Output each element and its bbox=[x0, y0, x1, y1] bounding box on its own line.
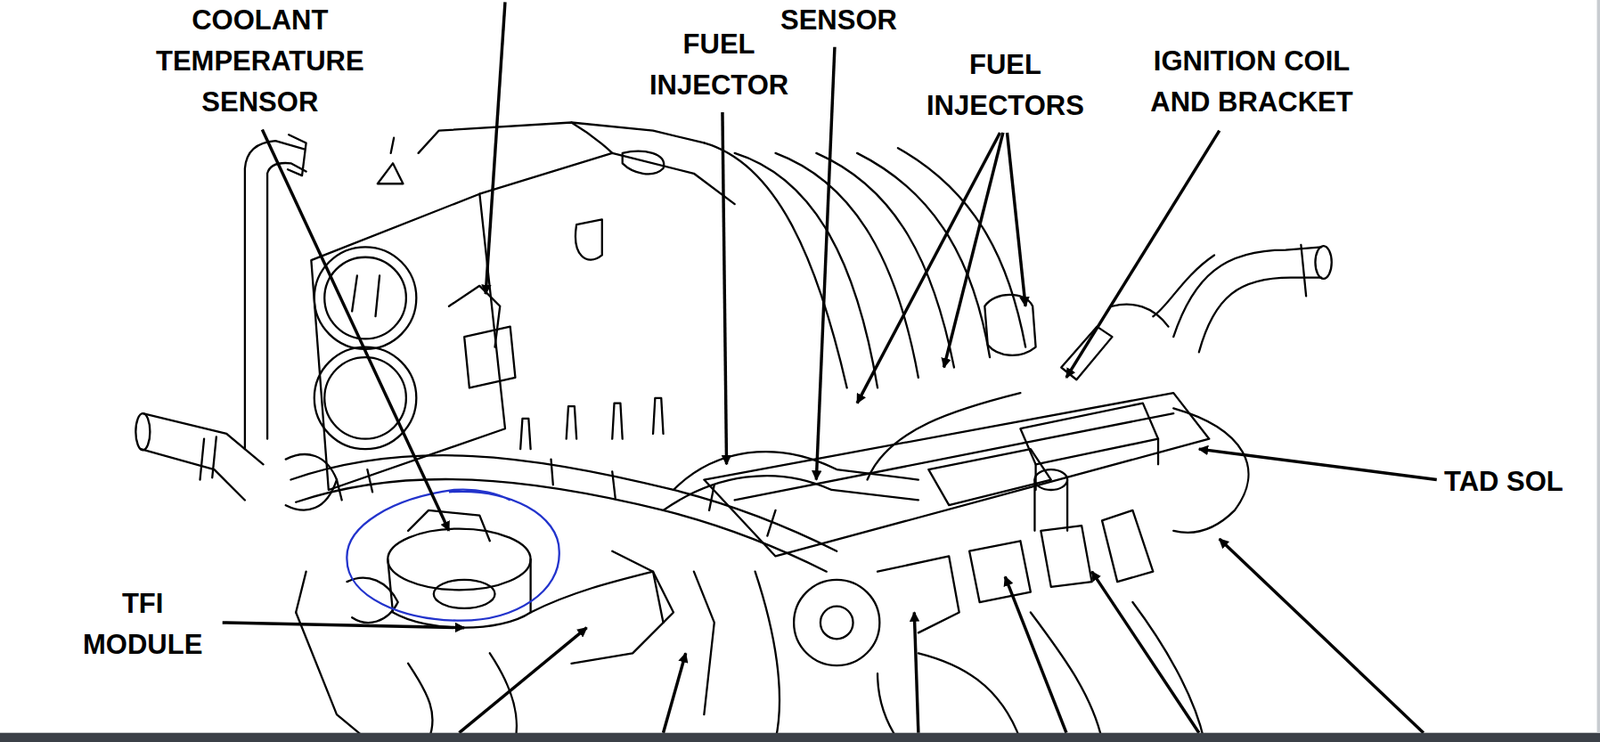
line-art bbox=[530, 571, 674, 664]
part-label: SENSOR bbox=[780, 0, 898, 41]
line-art bbox=[336, 459, 776, 537]
line-art bbox=[1092, 571, 1200, 734]
line-art bbox=[1066, 130, 1220, 378]
line-art bbox=[663, 653, 686, 733]
line-art bbox=[287, 134, 307, 176]
line-art bbox=[408, 663, 433, 741]
line-art bbox=[793, 579, 880, 666]
line-art bbox=[944, 132, 1004, 368]
line-art bbox=[1020, 403, 1159, 466]
part-label: COOLANT TEMPERATURE SENSOR bbox=[155, 0, 365, 123]
line-art bbox=[314, 246, 417, 350]
line-art bbox=[464, 326, 515, 389]
line-art bbox=[755, 571, 780, 741]
line-art bbox=[295, 571, 306, 613]
line-art bbox=[140, 448, 245, 500]
line-art bbox=[1199, 277, 1322, 353]
line-art bbox=[1199, 448, 1437, 480]
line-art bbox=[1173, 246, 1322, 337]
part-label: FUEL INJECTOR bbox=[649, 24, 789, 107]
line-art bbox=[1034, 480, 1068, 531]
line-art bbox=[1314, 245, 1331, 279]
line-art bbox=[351, 275, 380, 317]
line-art bbox=[1007, 132, 1027, 307]
line-art bbox=[324, 357, 407, 440]
line-art bbox=[346, 578, 398, 623]
line-art bbox=[877, 555, 960, 633]
line-art bbox=[377, 138, 404, 185]
line-art bbox=[612, 551, 663, 623]
line-art bbox=[571, 122, 613, 153]
line-art bbox=[820, 606, 854, 640]
line-art bbox=[734, 153, 878, 389]
line-art bbox=[897, 147, 1026, 347]
line-art bbox=[520, 398, 663, 449]
line-art bbox=[867, 392, 1021, 480]
line-art bbox=[969, 540, 1031, 603]
line-art bbox=[295, 479, 827, 572]
line-art bbox=[448, 285, 500, 348]
line-art bbox=[267, 163, 307, 440]
line-art bbox=[1030, 612, 1103, 740]
line-art bbox=[703, 392, 1209, 556]
line-art bbox=[408, 510, 490, 541]
line-art bbox=[433, 579, 496, 609]
line-art bbox=[200, 436, 217, 480]
line-art bbox=[1102, 510, 1153, 582]
line-art bbox=[135, 413, 150, 450]
line-art bbox=[295, 612, 368, 740]
line-art bbox=[485, 1, 506, 294]
line-art bbox=[346, 489, 559, 621]
line-art bbox=[1034, 469, 1068, 490]
line-art bbox=[1219, 538, 1424, 734]
part-label: TFI MODULE bbox=[82, 583, 203, 666]
line-art bbox=[135, 122, 1331, 740]
line-art bbox=[1111, 304, 1168, 327]
line-art bbox=[663, 475, 919, 511]
line-art bbox=[877, 673, 898, 740]
line-art bbox=[479, 153, 735, 205]
line-art bbox=[857, 153, 990, 358]
line-art bbox=[1036, 439, 1159, 490]
line-art bbox=[918, 653, 1021, 740]
line-art bbox=[1597, 0, 1600, 734]
line-art bbox=[0, 733, 1600, 742]
line-art bbox=[622, 151, 665, 175]
line-art bbox=[261, 130, 449, 531]
line-art bbox=[1040, 525, 1092, 588]
line-art bbox=[1004, 576, 1067, 733]
line-art bbox=[693, 571, 715, 715]
line-art bbox=[984, 294, 1036, 356]
line-art bbox=[418, 122, 705, 153]
line-art bbox=[285, 454, 337, 510]
line-art bbox=[222, 622, 465, 629]
line-art bbox=[387, 559, 531, 629]
line-art bbox=[290, 455, 837, 552]
line-art bbox=[722, 112, 727, 465]
line-art bbox=[575, 219, 603, 260]
line-art bbox=[1132, 602, 1204, 741]
line-art bbox=[222, 1, 1437, 733]
line-art bbox=[816, 47, 835, 481]
line-art bbox=[1152, 254, 1215, 317]
line-art bbox=[857, 132, 1000, 404]
part-label: IGNITION COIL AND BRACKET bbox=[1134, 40, 1369, 123]
part-label: TAD SOL bbox=[1444, 461, 1564, 503]
line-art bbox=[314, 347, 417, 450]
line-art bbox=[914, 612, 919, 733]
line-art bbox=[775, 153, 919, 378]
line-art bbox=[1300, 244, 1307, 296]
part-label: FUEL INJECTORS bbox=[926, 44, 1085, 127]
line-art bbox=[324, 257, 407, 340]
line-art bbox=[458, 628, 587, 734]
line-art bbox=[1173, 408, 1249, 533]
line-art bbox=[244, 140, 304, 449]
